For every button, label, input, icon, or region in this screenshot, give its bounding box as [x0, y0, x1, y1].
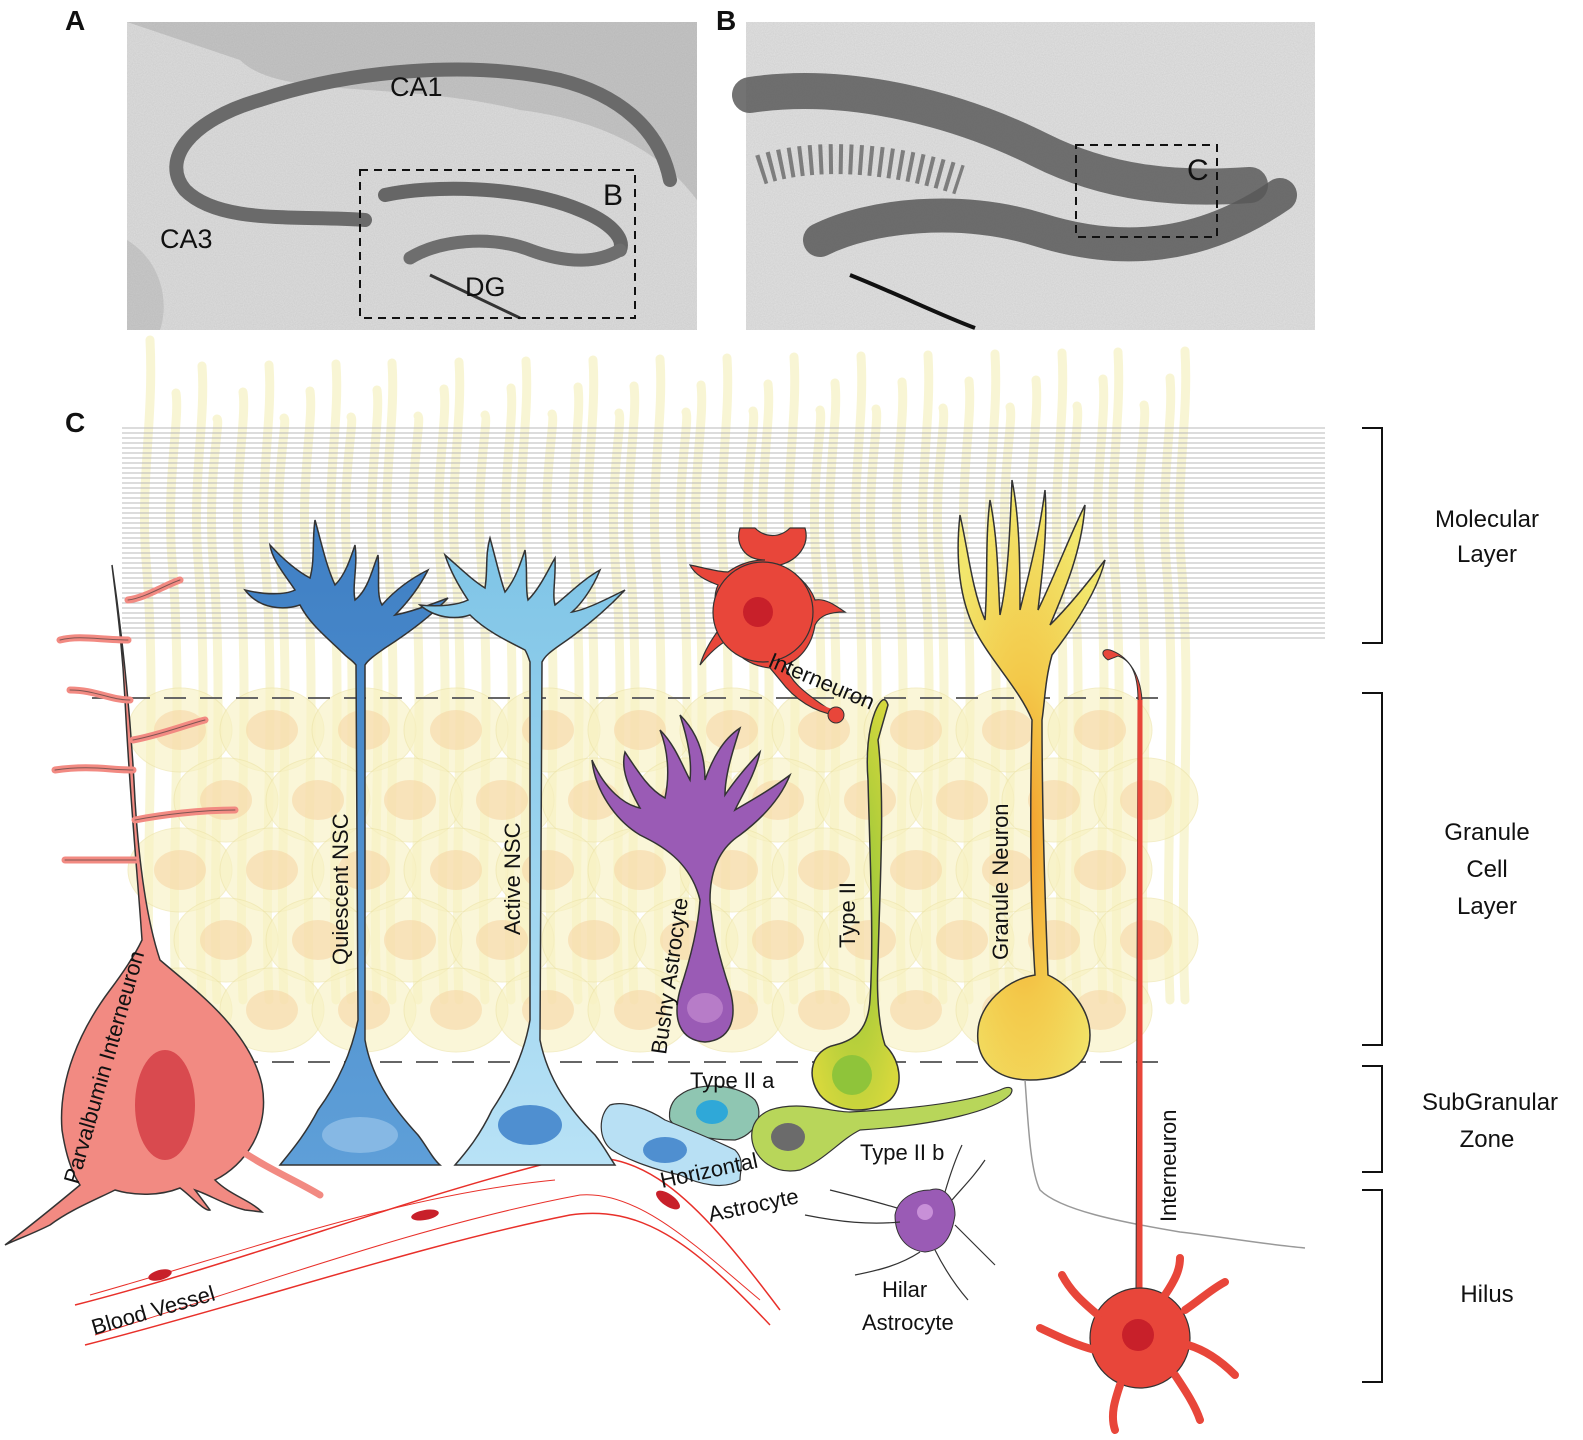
quiescent-nsc-label: Quiescent NSC: [328, 813, 353, 965]
background-granule-cell: [679, 687, 785, 773]
active-nsc-label: Active NSC: [500, 822, 525, 935]
background-granule-cell: [817, 897, 923, 983]
panel-a: A CA1 CA3 DG B: [65, 5, 697, 330]
hilar-astrocyte-label-1: Hilar: [882, 1277, 927, 1302]
panel-b: B C: [716, 5, 1315, 330]
background-granule-cell: [403, 827, 509, 913]
background-granule-cell: [357, 897, 463, 983]
background-granule-cell: [127, 827, 233, 913]
molecular-layer-label-1: Molecular: [1435, 506, 1539, 533]
horizontal-astrocyte: Horizontal Astrocyte: [600, 1103, 801, 1227]
granule-neuron-label: Granule Neuron: [988, 803, 1013, 960]
background-granule-cell: [495, 967, 601, 1053]
subgranular-zone-label-2: Zone: [1460, 1126, 1515, 1153]
type-ii-cell: Type II: [811, 698, 900, 1111]
type-ii-a-cell: Type II a: [668, 1068, 775, 1141]
interneuron-right-label: Interneuron: [1156, 1109, 1181, 1222]
background-granule-cell: [863, 827, 969, 913]
background-granule-cell: [219, 827, 325, 913]
granule-cell-layer-label-3: Layer: [1457, 893, 1517, 920]
ca-pyramidal-layer: [169, 62, 677, 227]
granule-cell-layer-bracket: [1362, 692, 1383, 1046]
molecular-layer-bracket: [1362, 427, 1383, 644]
hilus-label: Hilus: [1460, 1281, 1513, 1308]
type-ii-b-label: Type II b: [860, 1140, 944, 1165]
background-granule-cell: [173, 897, 279, 983]
layer-annotations: Molecular Layer Granule Cell Layer SubGr…: [1362, 427, 1558, 1383]
background-granule-cell: [909, 757, 1015, 843]
background-granule-cell: [1093, 897, 1199, 983]
background-granule-cell: [909, 897, 1015, 983]
background-granule-cell: [771, 827, 877, 913]
zoom-box-c-label: C: [1187, 154, 1209, 187]
background-granule-cell: [403, 687, 509, 773]
zoom-box-c: [1075, 144, 1218, 238]
type-ii-b-cell: Type II b: [751, 1086, 1013, 1172]
subgranular-zone-bracket: [1362, 1065, 1383, 1173]
horizontal-astrocyte-label-2: Astrocyte: [706, 1183, 801, 1227]
background-granule-cell: [725, 897, 831, 983]
type-ii-label: Type II: [835, 882, 860, 948]
dg-lower-blade: [403, 234, 627, 267]
hilar-astrocyte: Hilar Astrocyte: [804, 1144, 996, 1335]
zoom-box-b: [359, 169, 636, 319]
active-nsc: Active NSC: [417, 535, 626, 1166]
bushy-astrocyte: Bushy Astrocyte: [591, 714, 792, 1056]
molecular-layer-label-2: Layer: [1457, 541, 1517, 568]
background-granule-cell: [265, 897, 371, 983]
quiescent-nsc: Quiescent NSC: [243, 519, 449, 1166]
granule-cell-layer-label-2: Cell: [1466, 856, 1507, 883]
background-granule-cell: [863, 967, 969, 1053]
background-granule-cell: [219, 687, 325, 773]
hilus-bracket: [1362, 1189, 1383, 1383]
dg-upper-blade-magnified: [732, 73, 1268, 205]
background-granule-cell: [357, 757, 463, 843]
ca1-label: CA1: [390, 72, 443, 102]
granule-cell-layer-label-1: Granule: [1444, 819, 1529, 846]
background-granule-cell: [1047, 827, 1153, 913]
background-granule-cell: [587, 967, 693, 1053]
background-granule-cell: [1093, 757, 1199, 843]
background-granule-cell: [1047, 687, 1153, 773]
panel-a-micrograph: CA1 CA3 DG B: [127, 22, 697, 330]
background-granule-cell: [449, 757, 555, 843]
dg-label: DG: [465, 272, 506, 302]
subgranular-zone-label-1: SubGranular: [1422, 1089, 1558, 1116]
panel-a-letter: A: [65, 5, 85, 36]
background-granule-cell: [265, 757, 371, 843]
dg-upper-blade: [378, 181, 628, 257]
panel-b-micrograph: C: [732, 22, 1315, 330]
granule-neuron: Granule Neuron: [957, 479, 1306, 1249]
background-granule-cell: [219, 967, 325, 1053]
interneuron-right: Interneuron: [1036, 649, 1239, 1434]
zoom-box-b-label: B: [603, 179, 623, 212]
background-granule-cell: [541, 897, 647, 983]
panel-b-letter: B: [716, 5, 736, 36]
dg-lower-blade-magnified: [803, 178, 1297, 262]
background-granule-cell: [863, 687, 969, 773]
panel-c: C Blood Vessel Parvalbumin Int: [4, 335, 1558, 1434]
type-ii-a-label: Type II a: [690, 1068, 775, 1093]
panel-c-letter: C: [65, 407, 85, 438]
hilar-astrocyte-label-2: Astrocyte: [862, 1310, 954, 1335]
ca3-label: CA3: [160, 224, 213, 254]
background-granule-cell: [403, 967, 509, 1053]
